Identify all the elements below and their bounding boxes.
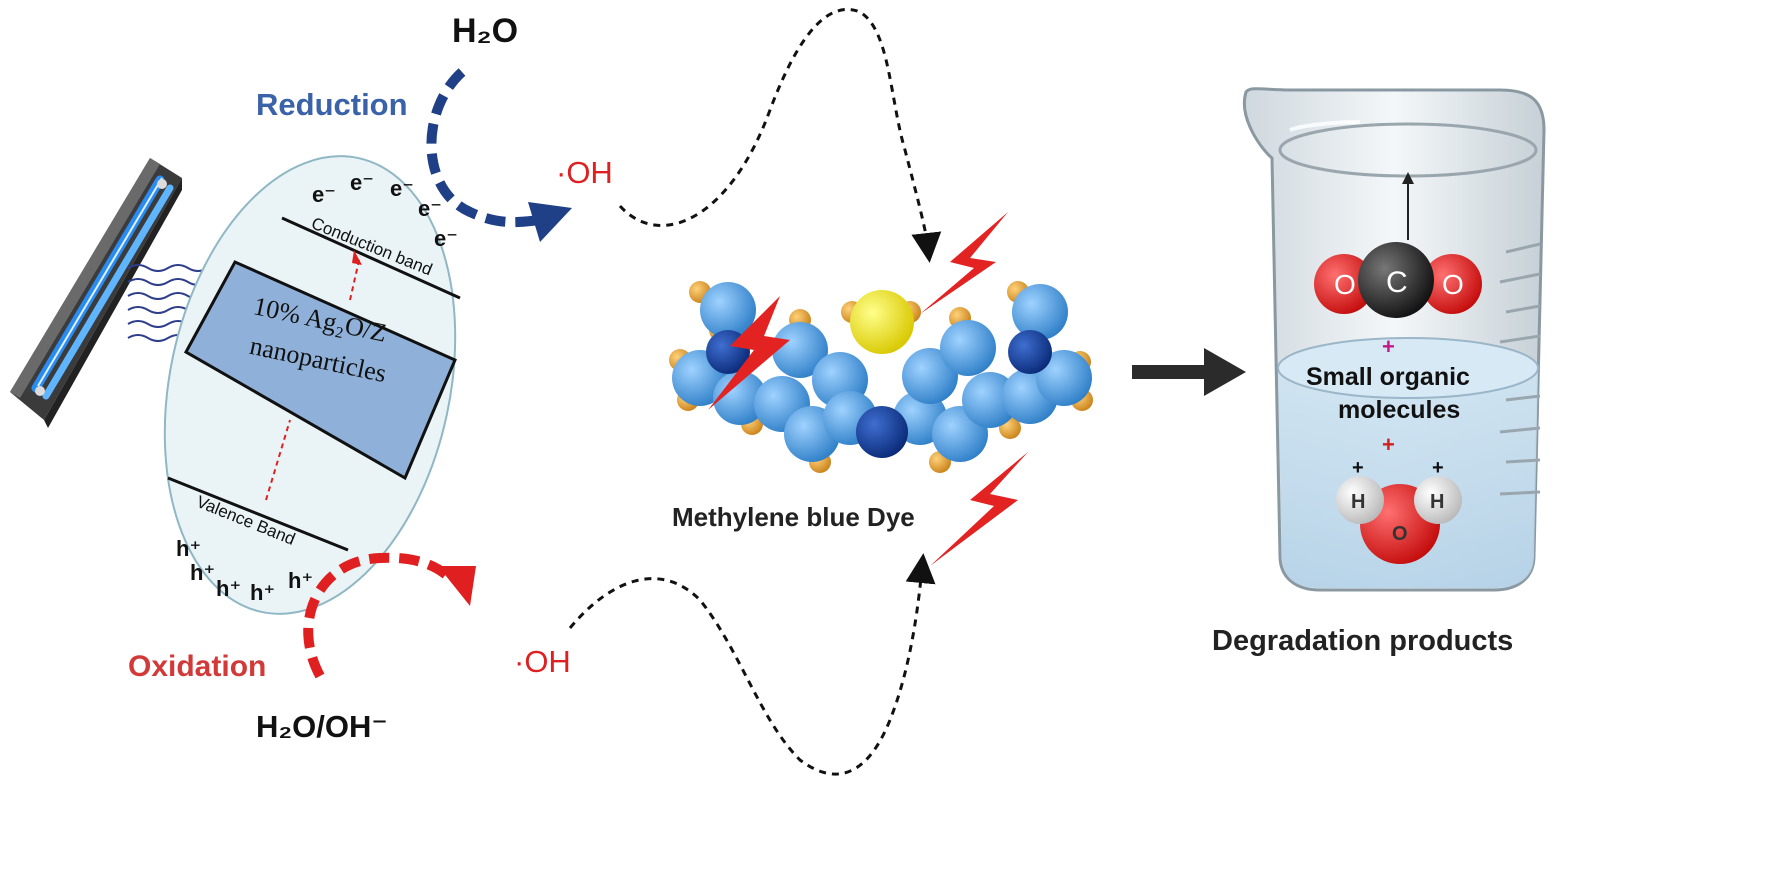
plus-h-right: + <box>1432 457 1444 479</box>
atom-o-right: O <box>1442 269 1464 300</box>
electron-2: e⁻ <box>350 170 374 195</box>
h2o-top-label: H₂O <box>452 12 518 50</box>
hole-1: h⁺ <box>176 536 201 561</box>
lightning-1 <box>920 212 1008 314</box>
atom-h-right: H <box>1430 491 1444 513</box>
small-molecules-label-2: molecules <box>1338 396 1460 424</box>
plus-red: + <box>1382 432 1395 457</box>
dye-label: Methylene blue Dye <box>672 502 915 532</box>
top-dashed-path <box>618 7 942 263</box>
bottom-dashed-path <box>568 553 936 776</box>
oh-bottom-label: ·OH <box>514 644 571 679</box>
nanoparticle-ellipse: 10% Ag₂O/Z nanoparticles Conduction band… <box>163 155 461 615</box>
atom-o-water: O <box>1392 523 1408 545</box>
process-arrow <box>1132 348 1246 396</box>
beaker: O O C + Small organic molecules + H H O … <box>1242 87 1546 592</box>
plus-h-left: + <box>1352 457 1364 479</box>
atom-c: C <box>1386 266 1408 299</box>
carbon-atom-20 <box>772 322 828 378</box>
carbon-atom-31 <box>1012 284 1068 340</box>
electron-3: e⁻ <box>390 176 414 201</box>
nanoparticle-box <box>183 260 457 481</box>
degradation-label: Degradation products <box>1212 625 1513 657</box>
water-molecule: H H O + + <box>1336 457 1462 564</box>
atom-h-left: H <box>1351 491 1365 513</box>
hole-2: h⁺ <box>190 560 215 585</box>
h2o-oh-label: H₂O/OH⁻ <box>256 709 388 744</box>
reduction-label: Reduction <box>256 87 408 122</box>
nitrogen-atom-34 <box>856 406 908 458</box>
carbon-atom-16 <box>700 282 756 338</box>
electron-1: e⁻ <box>312 182 336 207</box>
oxidation-label: Oxidation <box>128 650 266 683</box>
holes: h⁺ h⁺ h⁺ h⁺ h⁺ <box>176 536 313 605</box>
carbon-atom-30 <box>1036 350 1092 406</box>
lightning-2 <box>708 296 790 410</box>
nitrogen-atom-33 <box>1008 330 1052 374</box>
methylene-blue-molecule <box>669 281 1093 473</box>
hole-5: h⁺ <box>288 568 313 593</box>
carbon-atom-18 <box>713 371 767 425</box>
co2-molecule: O O C <box>1314 172 1482 318</box>
reduction-arrow <box>426 68 572 242</box>
plus-magenta: + <box>1382 334 1395 359</box>
small-molecules-label-1: Small organic <box>1306 363 1470 391</box>
oxidation-arrow <box>303 552 476 679</box>
uv-lamp <box>10 158 182 428</box>
atom-o-left: O <box>1334 269 1356 300</box>
carbon-atom-27 <box>940 320 996 376</box>
lightning-bolts <box>708 212 1028 566</box>
sulfur-atom-35 <box>850 290 914 354</box>
oh-top-label: ·OH <box>556 155 613 190</box>
electron-4: e⁻ <box>418 196 442 221</box>
hole-4: h⁺ <box>250 580 275 605</box>
hole-3: h⁺ <box>216 576 241 601</box>
electrons: e⁻ e⁻ e⁻ e⁻ e⁻ <box>312 170 458 251</box>
electron-5: e⁻ <box>434 226 458 251</box>
